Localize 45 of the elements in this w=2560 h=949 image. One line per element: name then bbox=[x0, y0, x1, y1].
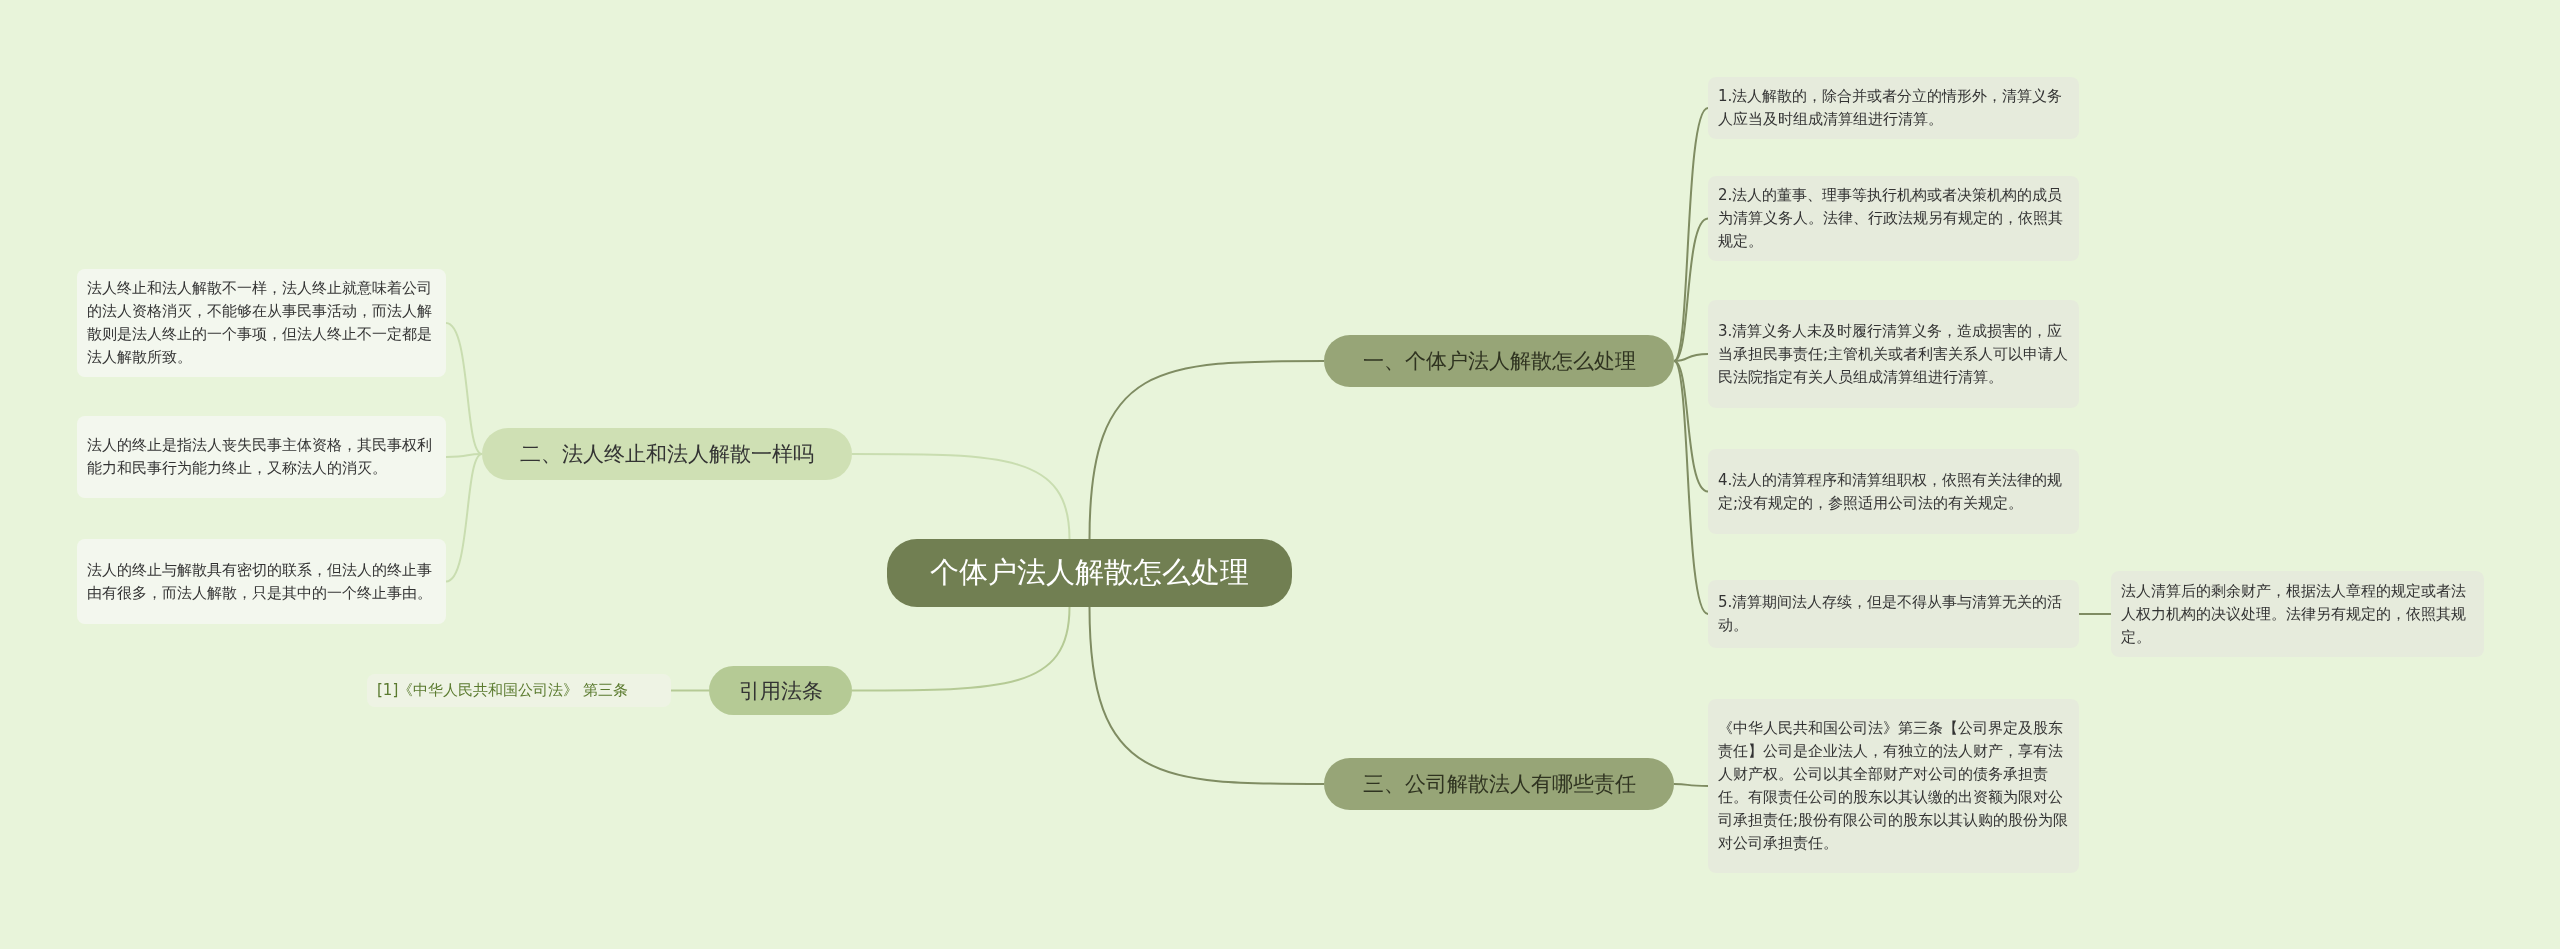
node-text: 个体户法人解散怎么处理 bbox=[930, 554, 1249, 591]
node-text: 一、个体户法人解散怎么处理 bbox=[1362, 348, 1636, 375]
branch-topic bbox=[1324, 335, 1674, 387]
connector-line bbox=[1673, 217, 1709, 362]
node-text: 法人终止和法人解散不一样，法人终止就意味着公司的法人资格消灭，不能够在从事民事活动，而法人解散则是法人终止的一个事项，但法人终止不一定都是法人解散所致。 bbox=[87, 278, 433, 368]
branch-topic bbox=[482, 428, 852, 480]
leaf-note bbox=[1708, 77, 2079, 139]
leaf-note bbox=[1708, 176, 2079, 261]
leaf-note bbox=[1708, 300, 2079, 408]
connector-line bbox=[1673, 353, 1709, 362]
node-text: [1]《中华人民共和国公司法》 第三条 bbox=[377, 680, 628, 701]
branch-topic bbox=[1324, 758, 1674, 810]
connector-line bbox=[670, 689, 710, 692]
leaf-note bbox=[77, 269, 446, 377]
connector-line bbox=[851, 453, 1071, 540]
leaf-note bbox=[1708, 699, 2079, 873]
leaf-note bbox=[2111, 571, 2484, 657]
node-text: 法人的终止与解散具有密切的联系，但法人的终止事由有很多，而法人解散，只是其中的一个终止事由。 bbox=[87, 559, 433, 604]
node-text: 二、法人终止和法人解散一样吗 bbox=[520, 441, 814, 468]
leaf-note bbox=[77, 416, 446, 498]
node-text: 4.法人的清算程序和清算组职权，依照有关法律的规定;没有规定的，参照适用公司法的有关规定。 bbox=[1718, 469, 2064, 514]
node-text: 《中华人民共和国公司法》第三条【公司界定及股东责任】公司是企业法人，有独立的法人财产，享有法人财产权。公司以其全部财产对公司的债务承担责任。有限责任公司的股东以其认缴的出资额为限对公司承担责任;股份有限公司的股东以其认购的股份为限对公司承担责任。 bbox=[1718, 718, 2069, 854]
central-topic bbox=[887, 539, 1292, 607]
node-text: 法人清算后的剩余财产，根据法人章程的规定或者法人权力机构的决议处理。法律另有规定的，依照其规定。 bbox=[2121, 580, 2467, 648]
connector-line bbox=[1673, 360, 1709, 493]
node-text: 法人的终止是指法人丧失民事主体资格，其民事权利能力和民事行为能力终止，又称法人的消灭。 bbox=[87, 435, 433, 479]
node-text: 2.法人的董事、理事等执行机构或者决策机构的成员为清算义务人。法律、行政法规另有规定的，依照其规定。 bbox=[1718, 185, 2064, 252]
connector-line bbox=[1088, 606, 1325, 785]
connector-line bbox=[445, 453, 483, 583]
leaf-note bbox=[77, 539, 446, 624]
connector-line bbox=[1673, 783, 1709, 787]
node-text: 三、公司解散法人有哪些责任 bbox=[1362, 771, 1636, 798]
leaf-note bbox=[1708, 580, 2079, 648]
connector-line bbox=[1088, 360, 1325, 540]
branch-topic bbox=[709, 666, 852, 715]
citation-note bbox=[367, 674, 671, 707]
node-text: 引用法条 bbox=[738, 677, 823, 705]
connector-line bbox=[2078, 613, 2112, 615]
connector-line bbox=[1673, 360, 1709, 615]
leaf-note bbox=[1708, 449, 2079, 534]
node-text: 1.法人解散的，除合并或者分立的情形外，清算义务人应当及时组成清算组进行清算。 bbox=[1718, 86, 2064, 130]
connector-line bbox=[445, 322, 483, 455]
node-text: 3.清算义务人未及时履行清算义务，造成损害的，应当承担民事责任;主管机关或者利害关系人可以申请人民法院指定有关人员组成清算组进行清算。 bbox=[1718, 320, 2069, 388]
connector-line bbox=[851, 606, 1071, 692]
node-text: 5.清算期间法人存续，但是不得从事与清算无关的活动。 bbox=[1718, 592, 2064, 636]
